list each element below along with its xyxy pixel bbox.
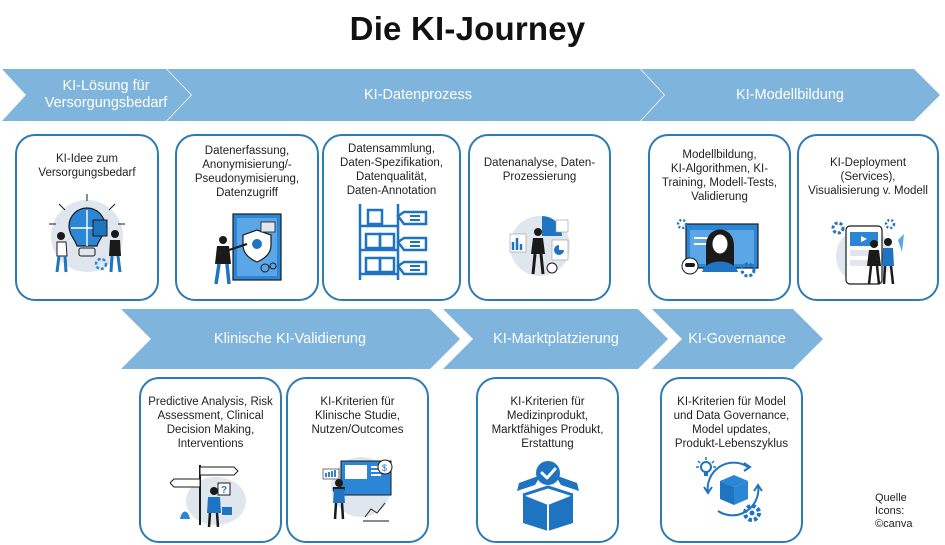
data-analysis-icon (509, 216, 570, 276)
phase-bottom-2-label: KI-Marktplatzierung (493, 330, 619, 347)
card-datenerfassung: Datenerfassung, Anonymisierung/- Pseudon… (175, 134, 319, 301)
card-klinische-studie: KI-Kriterien für Klinische Studie, Nutze… (286, 377, 429, 543)
shelf-labels-icon (358, 204, 427, 280)
security-shield-icon (214, 213, 282, 285)
svg-text:$: $ (382, 463, 387, 473)
phase-top-3-shape (641, 69, 940, 121)
card-text: KI-Idee zum Versorgungsbedarf (38, 153, 136, 179)
card-modellbildung: Modellbildung, KI-Algorithmen, KI- Train… (648, 134, 791, 301)
phase-bottom-3-label: KI-Governance (688, 330, 786, 347)
phase-top-2-label: KI-Datenprozess (364, 86, 472, 103)
phase-bottom-1-shape (121, 309, 460, 369)
card-predictive-analysis: Predictive Analysis, Risk Assessment, Cl… (139, 377, 282, 543)
phase-bottom-3-shape (652, 309, 823, 369)
card-ki-idee: KI-Idee zum Versorgungsbedarf (15, 134, 159, 301)
card-governance: KI-Kriterien für Model und Data Governan… (660, 377, 803, 543)
card-text: Predictive Analysis, Risk Assessment, Cl… (148, 396, 273, 450)
puzzle-lightbulb-icon (49, 194, 125, 273)
phase-top-1-label: KI-Lösung für Versorgungsbedarf (44, 78, 168, 111)
phase-top-2-shape (167, 69, 664, 121)
card-datensammlung: Datensammlung, Daten-Spezifikation, Date… (322, 134, 461, 301)
icon-source-note: Quelle Icons: ©canva (875, 492, 913, 530)
card-text: KI-Kriterien für Klinische Studie, Nutze… (311, 396, 404, 436)
product-lifecycle-icon (695, 457, 763, 522)
card-text: KI-Kriterien für Model und Data Governan… (673, 396, 790, 450)
box-checkmark-icon (516, 461, 579, 531)
ai-model-icon (676, 218, 759, 278)
svg-text:?: ? (221, 485, 227, 496)
page-title: Die KI-Journey (349, 10, 586, 47)
phase-top-3-label: KI-Modellbildung (735, 86, 844, 103)
dashboard-outcomes-icon: $ (322, 457, 392, 522)
phase-bottom-1-label: Klinische KI-Validierung (213, 330, 367, 347)
signpost-decision-icon: ? (169, 465, 246, 527)
card-text: Datenanalyse, Daten- Prozessierung (483, 157, 596, 183)
card-ki-deployment: KI-Deployment (Services), Visualisierung… (797, 134, 939, 301)
deployment-icon (831, 218, 904, 285)
card-text: Datenerfassung, Anonymisierung/- Pseudon… (194, 145, 300, 199)
card-medizinprodukt: KI-Kriterien für Medizinprodukt, Marktfä… (476, 377, 619, 543)
phase-top-1-shape (2, 69, 191, 121)
card-text: KI-Kriterien für Medizinprodukt, Marktfä… (491, 396, 604, 450)
card-text: Modellbildung, KI-Algorithmen, KI- Train… (661, 149, 778, 203)
card-text: Datensammlung, Daten-Spezifikation, Date… (340, 143, 443, 197)
card-datenanalyse: Datenanalyse, Daten- Prozessierung (468, 134, 611, 301)
card-text: KI-Deployment (Services), Visualisierung… (808, 157, 928, 197)
phase-bottom-2-shape (443, 309, 668, 369)
